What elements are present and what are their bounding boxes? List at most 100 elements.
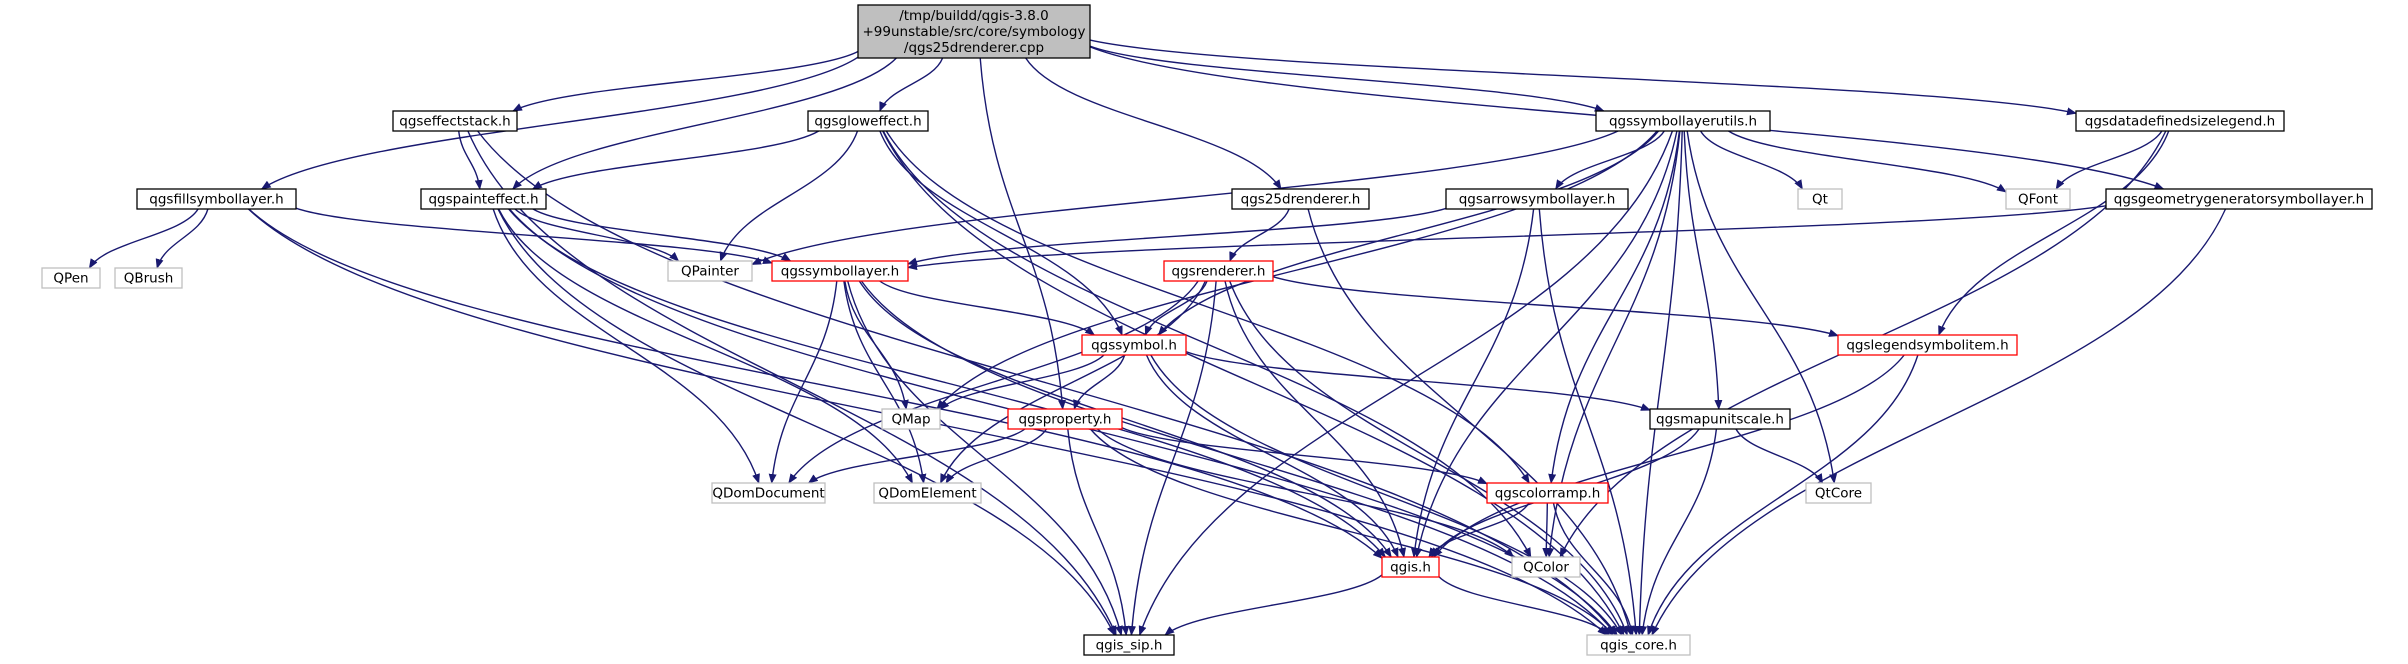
node-box-qgseffectstack [392,110,518,132]
node-qgssymbollayerutils[interactable]: qgssymbollayerutils.h [1595,110,1771,132]
edge-qgssymbollayerutils-to-qgis_core [1635,130,1683,636]
edge-qgs25drenderer-to-qgsrenderer [1229,208,1290,262]
node-label-qgspainteffect: qgspainteffect.h [428,192,538,208]
node-label-qgslegendsymbolitem: qgslegendsymbolitem.h [1846,338,2008,354]
node-QBrush: QBrush [114,267,183,289]
node-qgspainteffect[interactable]: qgspainteffect.h [420,188,547,210]
node-Qt: Qt [1797,188,1843,210]
edge-root-to-qgs25drenderer [1025,57,1282,190]
node-box-QtCore [1805,482,1872,504]
node-qgsdatadefinedsizelegend[interactable]: qgsdatadefinedsizelegend.h [2075,110,2285,132]
edge-qgsrenderer-to-qgis_core [1229,280,1628,636]
node-label-QBrush: QBrush [124,271,174,287]
edge-qgssymbollayer-to-QDomElement [843,280,927,484]
edges-layer [88,39,2227,636]
edge-qgsgloweffect-to-QColor [882,130,1532,558]
node-label-QFont: QFont [2018,192,2058,208]
node-box-QFont [2005,188,2071,210]
edge-qgslegendsymbolitem-to-qgis [1433,354,1905,558]
edge-qgsgloweffect-to-qgssymbol [879,130,1123,336]
node-qgsproperty[interactable]: qgsproperty.h [1007,408,1123,430]
edge-qgssymbollayer-to-qgis [858,280,1392,558]
node-box-qgis [1381,556,1440,578]
node-qgis[interactable]: qgis.h [1381,556,1440,578]
node-label-QPen: QPen [53,271,88,287]
edge-qgssymbollayerutils-to-QMap [936,130,1658,410]
node-label-qgs25drenderer: qgs25drenderer.h [1241,192,1361,208]
edge-qgsfillsymbollayer-to-QPen [88,208,199,269]
edge-qgseffectstack-to-qgis_sip [467,130,1117,636]
node-box-qgssymbol [1081,334,1187,356]
node-box-qgspainteffect [420,188,547,210]
edge-qgsrenderer-to-qgis [1224,280,1407,558]
node-box-QDomDocument [711,482,826,504]
node-qgsgloweffect[interactable]: qgsgloweffect.h [807,110,929,132]
node-qgsrenderer[interactable]: qgsrenderer.h [1163,260,1274,282]
node-qgs25drenderer[interactable]: qgs25drenderer.h [1231,188,1370,210]
node-qgseffectstack[interactable]: qgseffectstack.h [392,110,518,132]
node-box-qgssymbollayer [771,260,909,282]
edge-qgssymbollayerutils-to-qgsarrowsymbollayer [1555,130,1665,190]
edge-qgssymbollayerutils-to-Qt [1699,130,1804,190]
node-qgscolorramp[interactable]: qgscolorramp.h [1486,482,1609,504]
node-label-QPainter: QPainter [681,264,739,280]
edge-qgspainteffect-to-QDomDocument [492,208,760,484]
edge-qgscolorramp-to-qgis_core [1552,502,1635,636]
nodes-layer: /tmp/buildd/qgis-3.8.0+99unstable/src/co… [41,4,2373,656]
node-qgsfillsymbollayer[interactable]: qgsfillsymbollayer.h [136,188,297,210]
node-box-qgis_sip [1083,634,1175,656]
node-label-QColor: QColor [1523,560,1569,576]
edge-qgssymbollayerutils-to-qgsmapunitscale [1683,130,1723,410]
edge-qgsrenderer-to-qgis_sip [1128,280,1217,636]
edge-qgssymbollayer-to-qgssymbol [879,280,1096,336]
node-qgsgeometrygeneratorsymbollayer[interactable]: qgsgeometrygeneratorsymbollayer.h [2105,188,2373,210]
edge-qgsgloweffect-to-qgspainteffect [531,130,820,190]
edge-qgspainteffect-to-qgis_sip [497,208,1116,636]
node-label-root: +99unstable/src/core/symbology [863,24,1086,40]
edge-qgsgeometrygeneratorsymbollayer-to-qgssymbollayer [907,205,2107,271]
node-qgssymbollayer[interactable]: qgssymbollayer.h [771,260,909,282]
edge-qgseffectstack-to-qgspainteffect [458,130,483,190]
edge-qgssymbollayerutils-to-QPainter [751,130,1619,266]
node-qgis_sip[interactable]: qgis_sip.h [1083,634,1175,656]
edge-qgssymbollayerutils-to-qgis [1414,130,1678,558]
edge-qgssymbollayer-to-qgis_core [860,280,1618,636]
node-label-qgis_sip: qgis_sip.h [1096,638,1163,654]
node-label-qgssymbollayerutils: qgssymbollayerutils.h [1609,114,1757,130]
edge-qgsproperty-to-qgis_sip [1067,428,1130,636]
node-root[interactable]: /tmp/buildd/qgis-3.8.0+99unstable/src/co… [857,4,1091,59]
node-box-qgsdatadefinedsizelegend [2075,110,2285,132]
node-QFont: QFont [2005,188,2071,210]
node-label-qgis: qgis.h [1390,560,1431,576]
node-QDomElement: QDomElement [873,482,982,504]
edge-qgssymbol-to-qgsmapunitscale [1185,350,1651,411]
node-QPen: QPen [41,267,101,289]
node-qgssymbol[interactable]: qgssymbol.h [1081,334,1187,356]
node-qgsarrowsymbollayer[interactable]: qgsarrowsymbollayer.h [1445,188,1629,210]
edge-root-to-qgsdatadefinedsizelegend [1089,39,2077,116]
edge-qgsdatadefinedsizelegend-to-qgslegendsymbolitem [1938,130,2170,336]
node-qgslegendsymbolitem[interactable]: qgslegendsymbolitem.h [1837,334,2018,356]
edge-qgspainteffect-to-qgssymbollayer [532,208,792,262]
edge-qgsfillsymbollayer-to-QBrush [155,208,209,269]
node-QDomDocument: QDomDocument [711,482,826,504]
node-label-root: /qgs25drenderer.cpp [904,40,1044,56]
edge-qgs25drenderer-to-qgis_core [1307,208,1633,636]
edge-qgssymbol-to-QMap [939,354,1105,411]
edge-root-to-qgsfillsymbollayer [260,56,859,190]
edge-qgscolorramp-to-qgis [1428,502,1530,558]
edge-qgsrenderer-to-qgssymbol [1144,280,1208,336]
node-label-qgseffectstack: qgseffectstack.h [399,114,511,130]
node-label-qgsarrowsymbollayer: qgsarrowsymbollayer.h [1459,192,1616,208]
node-qgsmapunitscale[interactable]: qgsmapunitscale.h [1649,408,1791,430]
edge-qgsproperty-to-QColor [1097,428,1515,558]
edge-qgsproperty-to-QDomDocument [807,428,1026,484]
node-label-QtCore: QtCore [1815,486,1862,502]
node-box-Qt [1797,188,1843,210]
node-label-qgsproperty: qgsproperty.h [1019,412,1112,428]
node-box-QPen [41,267,101,289]
edge-root-to-qgsgloweffect [879,57,944,112]
node-box-qgssymbollayerutils [1595,110,1771,132]
node-box-qgslegendsymbolitem [1837,334,2018,356]
